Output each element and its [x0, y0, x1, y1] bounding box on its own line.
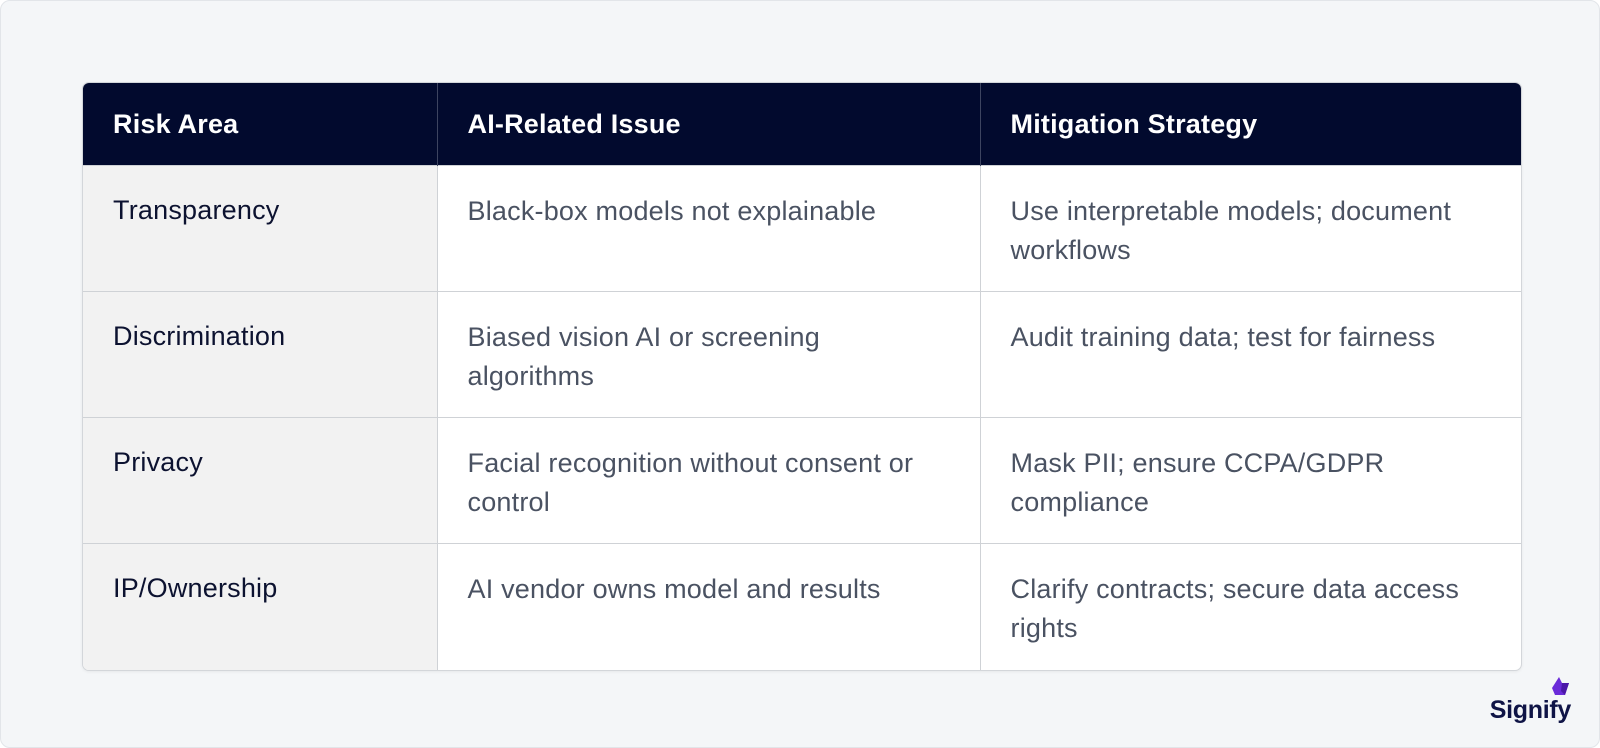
- table-header-row: Risk Area AI-Related Issue Mitigation St…: [83, 83, 1521, 166]
- mitigation-cell: Clarify contracts; secure data access ri…: [980, 543, 1521, 670]
- header-risk-area: Risk Area: [83, 83, 438, 166]
- issue-cell: AI vendor owns model and results: [437, 543, 981, 670]
- table-row: Privacy Facial recognition without conse…: [83, 417, 1521, 544]
- risk-area-cell: Transparency: [83, 165, 438, 292]
- logo-mark-icon: [1552, 677, 1569, 695]
- risk-area-cell: IP/Ownership: [83, 543, 438, 670]
- mitigation-cell: Use interpretable models; document workf…: [980, 165, 1521, 292]
- issue-cell: Black-box models not explainable: [437, 165, 981, 292]
- header-ai-issue: AI-Related Issue: [437, 83, 981, 166]
- issue-cell: Biased vision AI or screening algorithms: [437, 291, 981, 418]
- risk-area-cell: Privacy: [83, 417, 438, 544]
- table-row: Transparency Black-box models not explai…: [83, 165, 1521, 292]
- issue-cell: Facial recognition without consent or co…: [437, 417, 981, 544]
- risk-area-cell: Discrimination: [83, 291, 438, 418]
- table-row: IP/Ownership AI vendor owns model and re…: [83, 543, 1521, 670]
- mitigation-cell: Audit training data; test for fairness: [980, 291, 1521, 418]
- mitigation-cell: Mask PII; ensure CCPA/GDPR compliance: [980, 417, 1521, 544]
- header-mitigation: Mitigation Strategy: [980, 83, 1521, 166]
- signify-logo: Signify: [1489, 677, 1572, 725]
- risk-mitigation-table: Risk Area AI-Related Issue Mitigation St…: [83, 83, 1521, 670]
- logo-wordmark: Signify: [1489, 696, 1572, 724]
- risk-table-container: Risk Area AI-Related Issue Mitigation St…: [82, 82, 1522, 671]
- table-row: Discrimination Biased vision AI or scree…: [83, 291, 1521, 418]
